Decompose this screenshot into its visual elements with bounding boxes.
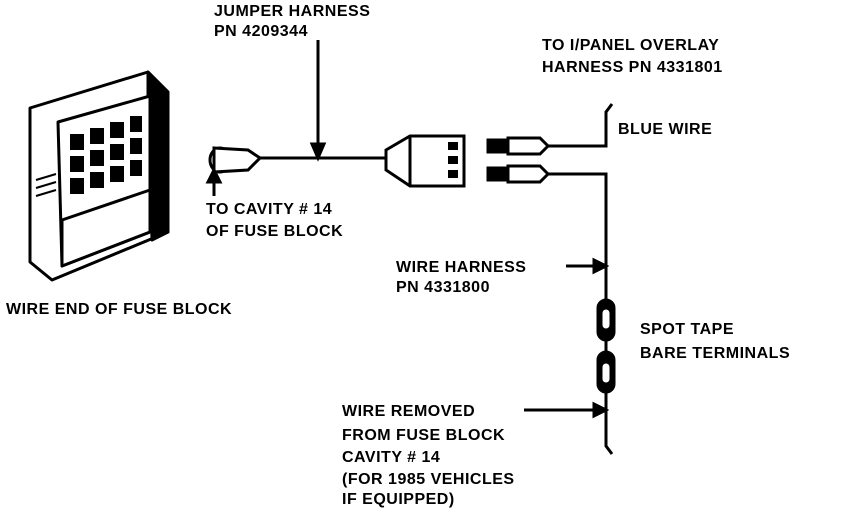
wire-end-fuse-block-label: WIRE END OF FUSE BLOCK bbox=[6, 301, 232, 318]
connector-housing bbox=[384, 134, 466, 188]
wire-removed-arrow bbox=[524, 401, 610, 419]
jumper-harness-line-2: PN 4209344 bbox=[214, 23, 308, 40]
cavity-terminal bbox=[208, 146, 263, 174]
spot-tape-line-1: SPOT TAPE bbox=[640, 321, 734, 338]
to-cavity-line-1: TO CAVITY # 14 bbox=[206, 201, 332, 218]
jumper-arrow bbox=[309, 40, 327, 162]
output-terminal-top bbox=[486, 136, 551, 156]
wire-removed-label: WIRE REMOVED FROM FUSE BLOCK CAVITY # 14… bbox=[342, 403, 520, 508]
ipanel-overlay-label: TO I/PANEL OVERLAY HARNESS PN 4331801 bbox=[542, 37, 724, 76]
wire-removed-line-2: FROM FUSE BLOCK bbox=[342, 427, 505, 444]
wire-harness-label: WIRE HARNESS PN 4331800 bbox=[396, 259, 531, 296]
fuse-block bbox=[28, 70, 170, 282]
wire-removed-line-4: (FOR 1985 VEHICLES bbox=[342, 471, 515, 488]
cavity-arrow bbox=[205, 166, 223, 196]
wire-harness-line-2: PN 4331800 bbox=[396, 279, 490, 296]
spot-tape-line-2: BARE TERMINALS bbox=[640, 345, 790, 362]
wire-harness-arrow bbox=[566, 257, 610, 275]
jumper-harness-label: JUMPER HARNESS PN 4209344 bbox=[214, 3, 375, 40]
to-cavity-line-2: OF FUSE BLOCK bbox=[206, 223, 343, 240]
wire-removed-line-1: WIRE REMOVED bbox=[342, 403, 475, 420]
blue-wire bbox=[548, 103, 614, 148]
wire-harness-line-1: WIRE HARNESS bbox=[396, 259, 526, 276]
wire-removed-line-5: IF EQUIPPED) bbox=[342, 491, 455, 508]
ipanel-overlay-line-1: TO I/PANEL OVERLAY bbox=[542, 37, 719, 54]
to-cavity-label: TO CAVITY # 14 OF FUSE BLOCK bbox=[206, 201, 343, 240]
output-terminal-bottom bbox=[486, 164, 551, 184]
spot-tape-label: SPOT TAPE BARE TERMINALS bbox=[640, 321, 790, 362]
spot-tape-terminals bbox=[596, 298, 616, 394]
jumper-harness-line-1: JUMPER HARNESS bbox=[214, 3, 370, 20]
wire-removed-line-3: CAVITY # 14 bbox=[342, 449, 440, 466]
blue-wire-label: BLUE WIRE bbox=[618, 121, 712, 138]
ipanel-overlay-line-2: HARNESS PN 4331801 bbox=[542, 59, 723, 76]
